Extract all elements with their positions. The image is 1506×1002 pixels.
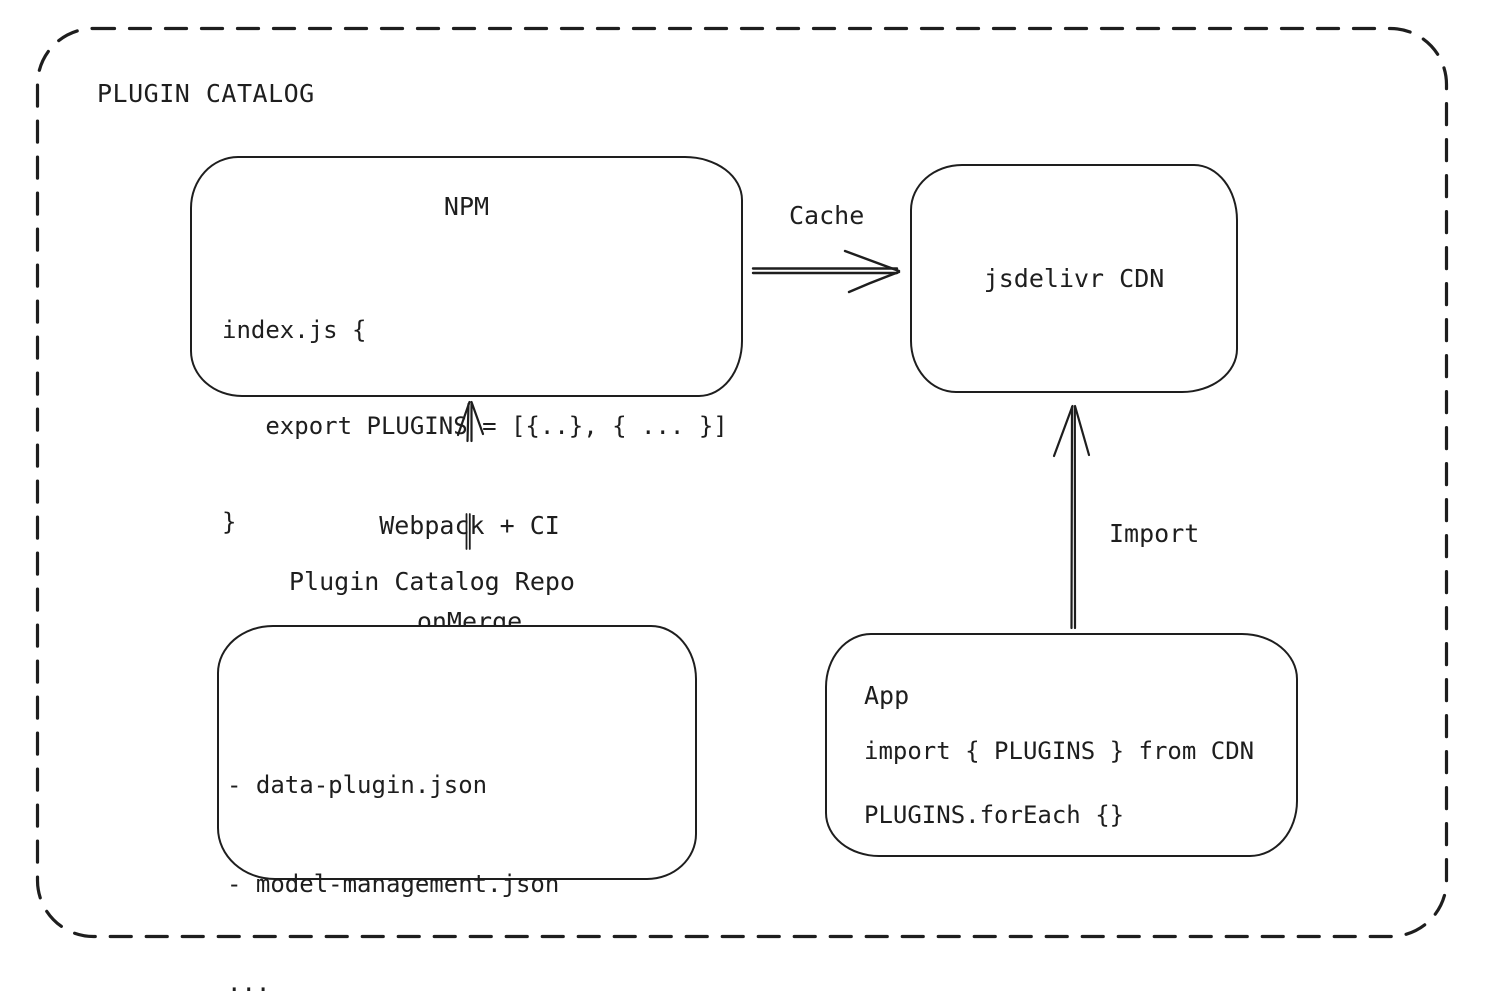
cache-edge-label: Cache bbox=[789, 201, 865, 230]
repo-file-item: ... bbox=[227, 969, 271, 997]
npm-code-line: index.js { bbox=[222, 316, 367, 344]
cdn-node[interactable]: jsdelivr CDN bbox=[910, 164, 1238, 393]
app-code-line: PLUGINS.forEach {} bbox=[864, 801, 1125, 829]
app-code-line: import { PLUGINS } from CDN bbox=[864, 737, 1255, 765]
repo-node-heading: Plugin Catalog Repo bbox=[289, 567, 575, 596]
npm-node-title: NPM bbox=[443, 192, 490, 221]
diagram-title: PLUGIN CATALOG bbox=[97, 79, 315, 108]
catalog-boundary-shape[interactable] bbox=[35, 26, 1449, 939]
npm-code-block: index.js { export PLUGINS = [{..}, { ...… bbox=[222, 250, 728, 602]
app-node[interactable]: App import { PLUGINS } from CDN PLUGINS.… bbox=[825, 633, 1298, 857]
build-connector-line[interactable] bbox=[465, 513, 471, 550]
import-arrow[interactable] bbox=[1052, 404, 1091, 630]
build-arrow[interactable] bbox=[456, 400, 485, 443]
cdn-node-title: jsdelivr CDN bbox=[983, 264, 1165, 293]
repo-file-list: - data-plugin.json - model-management.js… bbox=[227, 703, 559, 1002]
repo-node[interactable]: - data-plugin.json - model-management.js… bbox=[217, 625, 697, 997]
import-edge-label: Import bbox=[1109, 519, 1200, 548]
cache-arrow[interactable] bbox=[751, 249, 901, 294]
app-node-title: App bbox=[864, 681, 910, 710]
build-edge-label-line1: Webpack + CI bbox=[379, 511, 560, 540]
npm-code-line: export PLUGINS = [{..}, { ... }] bbox=[222, 412, 728, 440]
repo-file-item: - model-management.json bbox=[227, 870, 560, 898]
repo-file-item: - data-plugin.json bbox=[227, 771, 488, 799]
npm-code-line: } bbox=[222, 508, 237, 536]
npm-node[interactable]: NPM index.js { export PLUGINS = [{..}, {… bbox=[190, 156, 743, 536]
